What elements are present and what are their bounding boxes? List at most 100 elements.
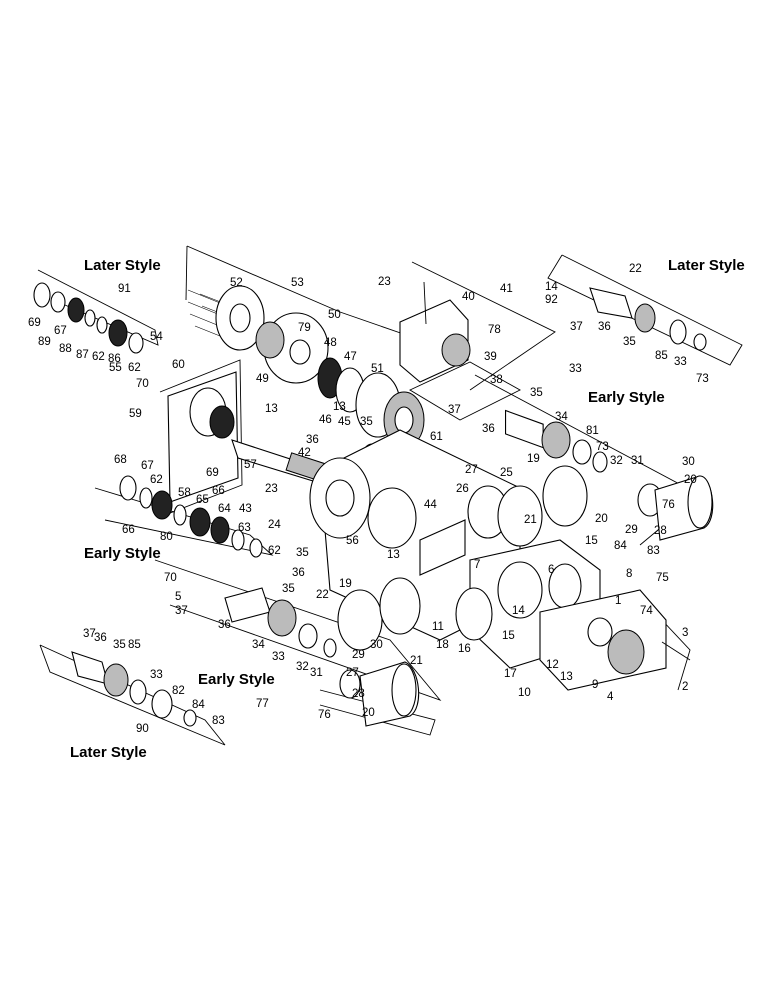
callout-35: 35	[282, 583, 295, 595]
callout-4: 4	[607, 691, 614, 703]
callout-35: 35	[530, 387, 543, 399]
callout-76: 76	[662, 499, 675, 511]
frame-77	[154, 559, 442, 701]
callout-70: 70	[164, 572, 177, 584]
callout-5: 5	[175, 591, 181, 603]
callout-8: 8	[626, 568, 632, 580]
callout-34: 34	[555, 411, 568, 423]
callout-16: 16	[458, 643, 471, 655]
callout-40: 40	[462, 291, 475, 303]
callout-33: 33	[150, 669, 163, 681]
callout-30: 30	[370, 639, 383, 651]
callout-31: 31	[310, 667, 323, 679]
frame-52	[186, 245, 416, 339]
callout-73: 73	[696, 373, 709, 385]
callout-75: 75	[656, 572, 669, 584]
callout-78: 78	[488, 324, 501, 336]
callout-33: 33	[569, 363, 582, 375]
callout-37: 37	[175, 605, 188, 617]
frame-52-side	[185, 245, 188, 301]
callout-28: 28	[352, 688, 365, 700]
callout-48: 48	[324, 337, 337, 349]
callout-92: 92	[545, 294, 558, 306]
callout-15: 15	[502, 630, 515, 642]
callout-54: 54	[150, 331, 163, 343]
callout-64: 64	[218, 503, 231, 515]
callout-33: 33	[272, 651, 285, 663]
callout-63: 63	[238, 522, 251, 534]
callout-85: 85	[655, 350, 668, 362]
callout-35: 35	[113, 639, 126, 651]
callout-13: 13	[333, 401, 346, 413]
callout-25: 25	[500, 467, 513, 479]
callout-56: 56	[346, 535, 359, 547]
callout-35: 35	[296, 547, 309, 559]
callout-55: 55	[109, 362, 122, 374]
callout-50: 50	[328, 309, 341, 321]
callout-6: 6	[548, 564, 554, 576]
callout-32: 32	[610, 455, 623, 467]
callout-9: 9	[592, 679, 598, 691]
callout-69: 69	[28, 317, 41, 329]
callout-52: 52	[230, 277, 243, 289]
callout-44: 44	[424, 499, 437, 511]
callout-41: 41	[500, 283, 513, 295]
frame-60	[159, 359, 243, 516]
callout-68: 68	[114, 454, 127, 466]
callout-89: 89	[38, 336, 51, 348]
callout-15: 15	[585, 535, 598, 547]
style-label-later-bottom-left: Later Style	[70, 744, 147, 761]
callout-35: 35	[623, 336, 636, 348]
callout-80: 80	[160, 531, 173, 543]
style-label-later-top-left: Later Style	[84, 257, 161, 274]
callout-47: 47	[344, 351, 357, 363]
callout-65: 65	[196, 494, 209, 506]
callout-17: 17	[504, 668, 517, 680]
callout-31: 31	[631, 455, 644, 467]
callout-12: 12	[546, 659, 559, 671]
callout-22: 22	[316, 589, 329, 601]
callout-3: 3	[682, 627, 688, 639]
callout-13: 13	[387, 549, 400, 561]
callout-62: 62	[92, 351, 105, 363]
callout-18: 18	[436, 639, 449, 651]
callout-81: 81	[586, 425, 599, 437]
callout-2: 2	[682, 681, 688, 693]
callout-37: 37	[570, 321, 583, 333]
callout-1: 1	[615, 595, 621, 607]
callout-91: 91	[118, 283, 131, 295]
callout-35: 35	[360, 416, 373, 428]
callout-82: 82	[172, 685, 185, 697]
callout-34: 34	[252, 639, 265, 651]
callout-69: 69	[206, 467, 219, 479]
callout-84: 84	[614, 540, 627, 552]
callout-85: 85	[128, 639, 141, 651]
callout-60: 60	[172, 359, 185, 371]
style-label-early-left: Early Style	[84, 545, 161, 562]
callout-23: 23	[378, 276, 391, 288]
callout-36: 36	[94, 632, 107, 644]
callout-45: 45	[338, 416, 351, 428]
frame-92	[547, 254, 743, 366]
callout-83: 83	[647, 545, 660, 557]
callout-37: 37	[83, 628, 96, 640]
callout-70: 70	[136, 378, 149, 390]
callout-14: 14	[545, 281, 558, 293]
callout-86: 86	[108, 353, 121, 365]
callout-66: 66	[212, 485, 225, 497]
callout-62: 62	[128, 362, 141, 374]
callout-23: 23	[265, 483, 278, 495]
callout-36: 36	[218, 619, 231, 631]
callout-36: 36	[306, 434, 319, 446]
callout-79: 79	[298, 322, 311, 334]
style-labels: Later Style Later Style Early Style Earl…	[70, 257, 745, 761]
callout-88: 88	[59, 343, 72, 355]
callout-7: 7	[474, 559, 480, 571]
callout-90: 90	[136, 723, 149, 735]
callout-10: 10	[518, 687, 531, 699]
callout-67: 67	[141, 460, 154, 472]
callout-39: 39	[484, 351, 497, 363]
callout-57: 57	[244, 459, 257, 471]
callout-46: 46	[319, 414, 332, 426]
